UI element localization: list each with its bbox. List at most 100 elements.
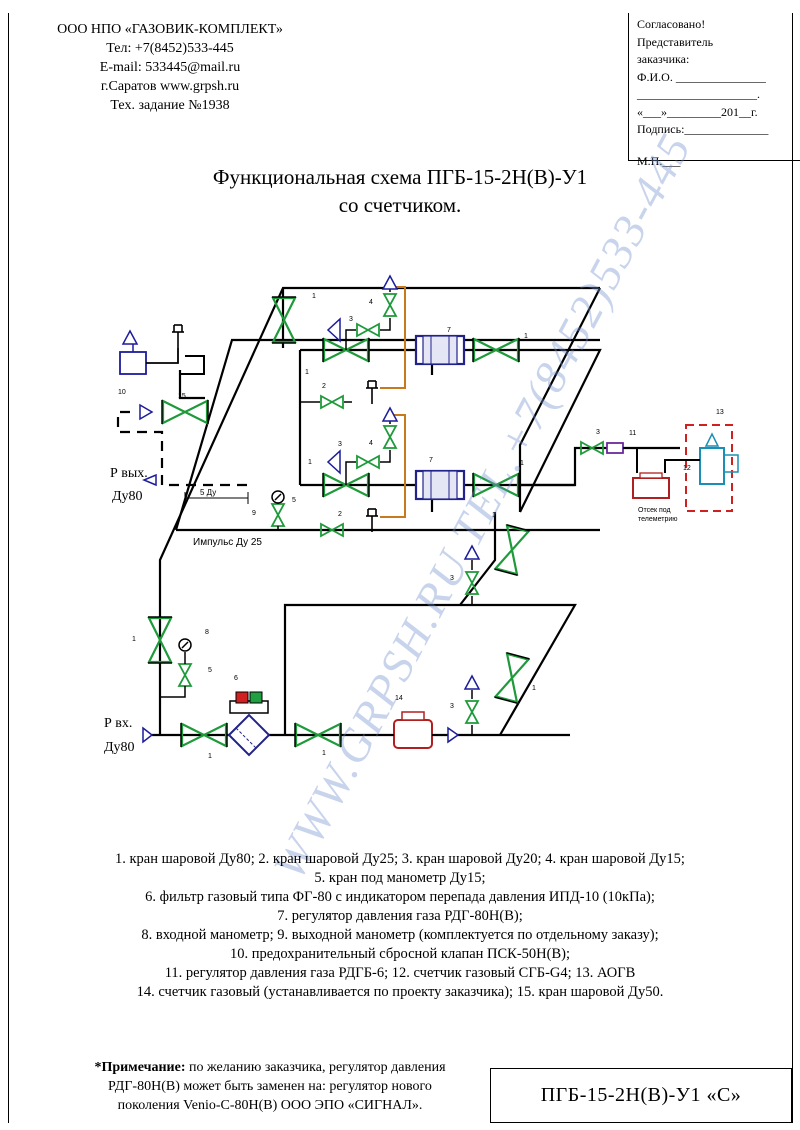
valve-2-upper: [320, 395, 344, 409]
company-block: ООО НПО «ГАЗОВИК-КОМПЛЕКТ» Тел: +7(8452)…: [40, 20, 300, 115]
note-text-3: поколения Venio-С-80Н(В) ООО ЭПО «СИГНАЛ…: [117, 1098, 423, 1113]
callout-5-a: 5: [292, 497, 296, 504]
gauge-9-outlet: [271, 490, 285, 504]
valve-3-upper: [356, 323, 380, 337]
callout-7-b: 7: [429, 457, 433, 464]
vent-bypass-upper: [464, 545, 480, 560]
title-line-1: Функциональная схема ПГБ-15-2Н(В)-У1: [212, 165, 588, 189]
to-right-bypass-1: [518, 287, 601, 512]
dimension-5du: [184, 492, 249, 504]
functional-schema: Р вых. Ду80 Р вх. Ду80 5 Ду Импульс Ду 2…: [104, 275, 739, 760]
small-branches: [160, 283, 473, 735]
approval-signature: Подпись:______________: [637, 122, 769, 136]
label-impulse: Импульс Ду 25: [193, 537, 262, 548]
callout-3-a: 3: [349, 316, 353, 323]
filter-6: [227, 691, 271, 757]
tech-task-number: Тех. задание №1938: [110, 98, 230, 113]
callout-1-h: 1: [132, 636, 136, 643]
approval-rep: Представитель: [637, 34, 714, 49]
callout-3-d: 3: [450, 703, 454, 710]
callout-15: 15: [178, 393, 186, 400]
plug-upper: [365, 380, 379, 405]
plug-lower: [365, 508, 379, 533]
legend-line: 10. предохранительный сбросной клапан ПС…: [230, 946, 570, 962]
relief-valve-10: [119, 324, 205, 375]
approval-seal: М.П.___: [637, 153, 681, 168]
legend-line: 5. кран под манометр Ду15;: [314, 870, 486, 886]
legend-line: 8. входной манометр; 9. выходной маномет…: [141, 927, 659, 943]
company-email: E-mail: 533445@mail.ru: [99, 60, 241, 75]
title-line-2: со счетчиком.: [338, 193, 462, 217]
callout-numbers: 1 1 1 1 1 1 1 1 1 1 2 2 3 3 3 3 3 4 4 5 …: [118, 293, 724, 760]
label-telemetry-1: Отсек под: [638, 507, 671, 514]
line-lower-parallel: [283, 603, 577, 736]
gauge-8-inlet: [178, 638, 192, 652]
label-p-in: Р вх.: [104, 716, 132, 731]
vent-bypass-lower: [464, 675, 480, 690]
vent-upper: [327, 318, 341, 342]
callout-3-c: 3: [450, 575, 454, 582]
legend: 1. кран шаровой Ду80; 2. кран шаровой Ду…: [60, 850, 740, 1002]
note: *Примечание: по желанию заказчика, регул…: [40, 1058, 500, 1115]
dashed-lines: [116, 410, 250, 487]
note-label: *Примечание:: [94, 1060, 186, 1075]
callout-7-a: 7: [447, 327, 451, 334]
page-frame: [8, 13, 793, 1123]
callout-1-i: 1: [208, 753, 212, 760]
callout-1-c: 1: [524, 333, 528, 340]
label-telemetry-2: телеметрию: [638, 516, 678, 523]
approval-agreed: Согласовано!: [637, 17, 706, 31]
regulator-7-lower: [414, 469, 466, 501]
legend-line: 7. регулятор давления газа РДГ-80Н(В);: [277, 908, 523, 924]
approval-date: «___»_________201__г.: [637, 104, 758, 119]
callout-2-b: 2: [338, 511, 342, 518]
vent-lower: [327, 450, 341, 474]
company-phone: Тел: +7(8452)533-445: [106, 41, 234, 56]
note-text-2: РДГ-80Н(В) может быть заменен на: регуля…: [108, 1079, 432, 1094]
callout-9: 9: [252, 510, 256, 517]
callout-5-b: 5: [208, 667, 212, 674]
approval-customer: заказчика:: [637, 52, 690, 66]
bypass-right: [459, 512, 497, 606]
regulator-11: [606, 442, 624, 454]
callout-10: 10: [118, 389, 126, 396]
valve-3-lower: [356, 455, 380, 469]
approval-blank: ____________________.: [637, 87, 760, 101]
pipework: [152, 286, 680, 737]
valve-4-upper: [383, 293, 397, 317]
aogv-13: [685, 424, 739, 512]
legend-line: 1. кран шаровой Ду80; 2. кран шаровой Ду…: [115, 851, 685, 867]
arrow-to-counter14: [447, 726, 460, 744]
callout-1-d: 1: [308, 459, 312, 466]
counter-12: [623, 447, 685, 499]
impulse-lines: [380, 286, 406, 518]
callout-4-a: 4: [369, 299, 373, 306]
valve-5-outlet: [271, 503, 285, 527]
callout-8: 8: [205, 629, 209, 636]
callout-14: 14: [395, 695, 403, 702]
callout-4-b: 4: [369, 440, 373, 447]
callout-2-a: 2: [322, 383, 326, 390]
vent-4-upper: [382, 275, 398, 290]
callout-6: 6: [234, 675, 238, 682]
valve-5-inlet: [178, 663, 192, 687]
valve-3-bypass-lower: [465, 700, 479, 724]
legend-line: 6. фильтр газовый типа ФГ-80 с индикатор…: [145, 889, 655, 905]
pipe-to-relief: [178, 370, 205, 400]
vent-relief: [122, 330, 138, 345]
callout-1-a: 1: [312, 293, 316, 300]
callout-1-f: 1: [492, 512, 496, 519]
callout-1-b: 1: [305, 369, 309, 376]
label-dn-out: Ду80: [112, 489, 143, 504]
label-p-out: Р вых.: [110, 466, 148, 481]
approval-block: Согласовано! Представитель заказчика: Ф.…: [628, 13, 800, 168]
label-dn-in: Ду80: [104, 740, 135, 755]
callout-13: 13: [716, 409, 724, 416]
note-text-1: по желанию заказчика, регулятор давления: [185, 1060, 446, 1075]
callout-11: 11: [629, 430, 636, 437]
callout-12: 12: [683, 465, 691, 472]
vent-15-arrow: [139, 403, 154, 421]
company-city-site: г.Саратов www.grpsh.ru: [100, 79, 240, 94]
counter-14: [388, 711, 446, 749]
title-stamp: ПГБ-15-2Н(В)-У1 «С»: [490, 1068, 792, 1123]
